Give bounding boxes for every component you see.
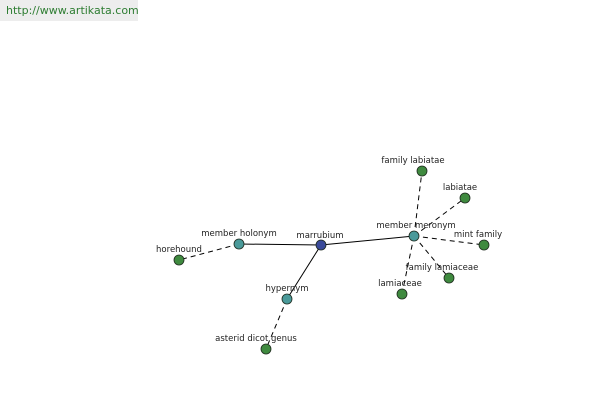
edge-member-meronym-to-lamiaceae [401,235,415,295]
edge-member-meronym-to-family-lamiaceae [413,235,450,279]
edge-member-holonym-to-horehound [178,243,240,261]
node-labiatae[interactable] [459,192,471,204]
node-lamiaceae[interactable] [396,288,408,300]
edge-member-meronym-to-labiatae [413,197,466,237]
url-bar: http://www.artikata.com [0,0,139,21]
node-member-holonym[interactable] [233,238,245,250]
label-marrubium: marrubium [296,231,343,241]
edge-marrubium-to-hypernym [286,244,322,300]
label-hypernym: hypernym [265,284,308,294]
edge-marrubium-to-member-meronym [320,235,415,246]
edge-member-meronym-to-family-labiatae [413,170,423,237]
label-member-meronym: member meronym [376,221,455,231]
node-layer [173,165,490,355]
node-asterid-dicot-genus[interactable] [260,343,272,355]
node-family-lamiaceae[interactable] [443,272,455,284]
node-mint-family[interactable] [478,239,490,251]
label-labiatae: labiatae [443,183,477,193]
label-asterid-dicot-genus: asterid dicot genus [215,334,297,344]
node-hypernym[interactable] [281,293,293,305]
node-marrubium[interactable] [315,239,327,251]
label-mint-family: mint family [454,230,502,240]
label-horehound: horehound [156,245,202,255]
label-layer: marrubium member holonym hypernym member me… [156,156,502,344]
label-member-holonym: member holonym [201,229,276,239]
edge-marrubium-to-member-holonym [238,243,322,246]
label-family-lamiaceae: family lamiaceae [406,263,479,273]
edge-layer [178,170,485,350]
node-family-labiatae[interactable] [416,165,428,177]
site-link[interactable]: http://www.artikata.com [6,4,139,17]
node-member-meronym[interactable] [408,230,420,242]
edge-member-meronym-to-mint-family [413,235,485,246]
label-family-labiatae: family labiatae [381,156,444,166]
label-lamiaceae: lamiaceae [378,279,422,289]
edge-hypernym-to-asterid-dicot-genus [265,298,288,350]
node-horehound[interactable] [173,254,185,266]
